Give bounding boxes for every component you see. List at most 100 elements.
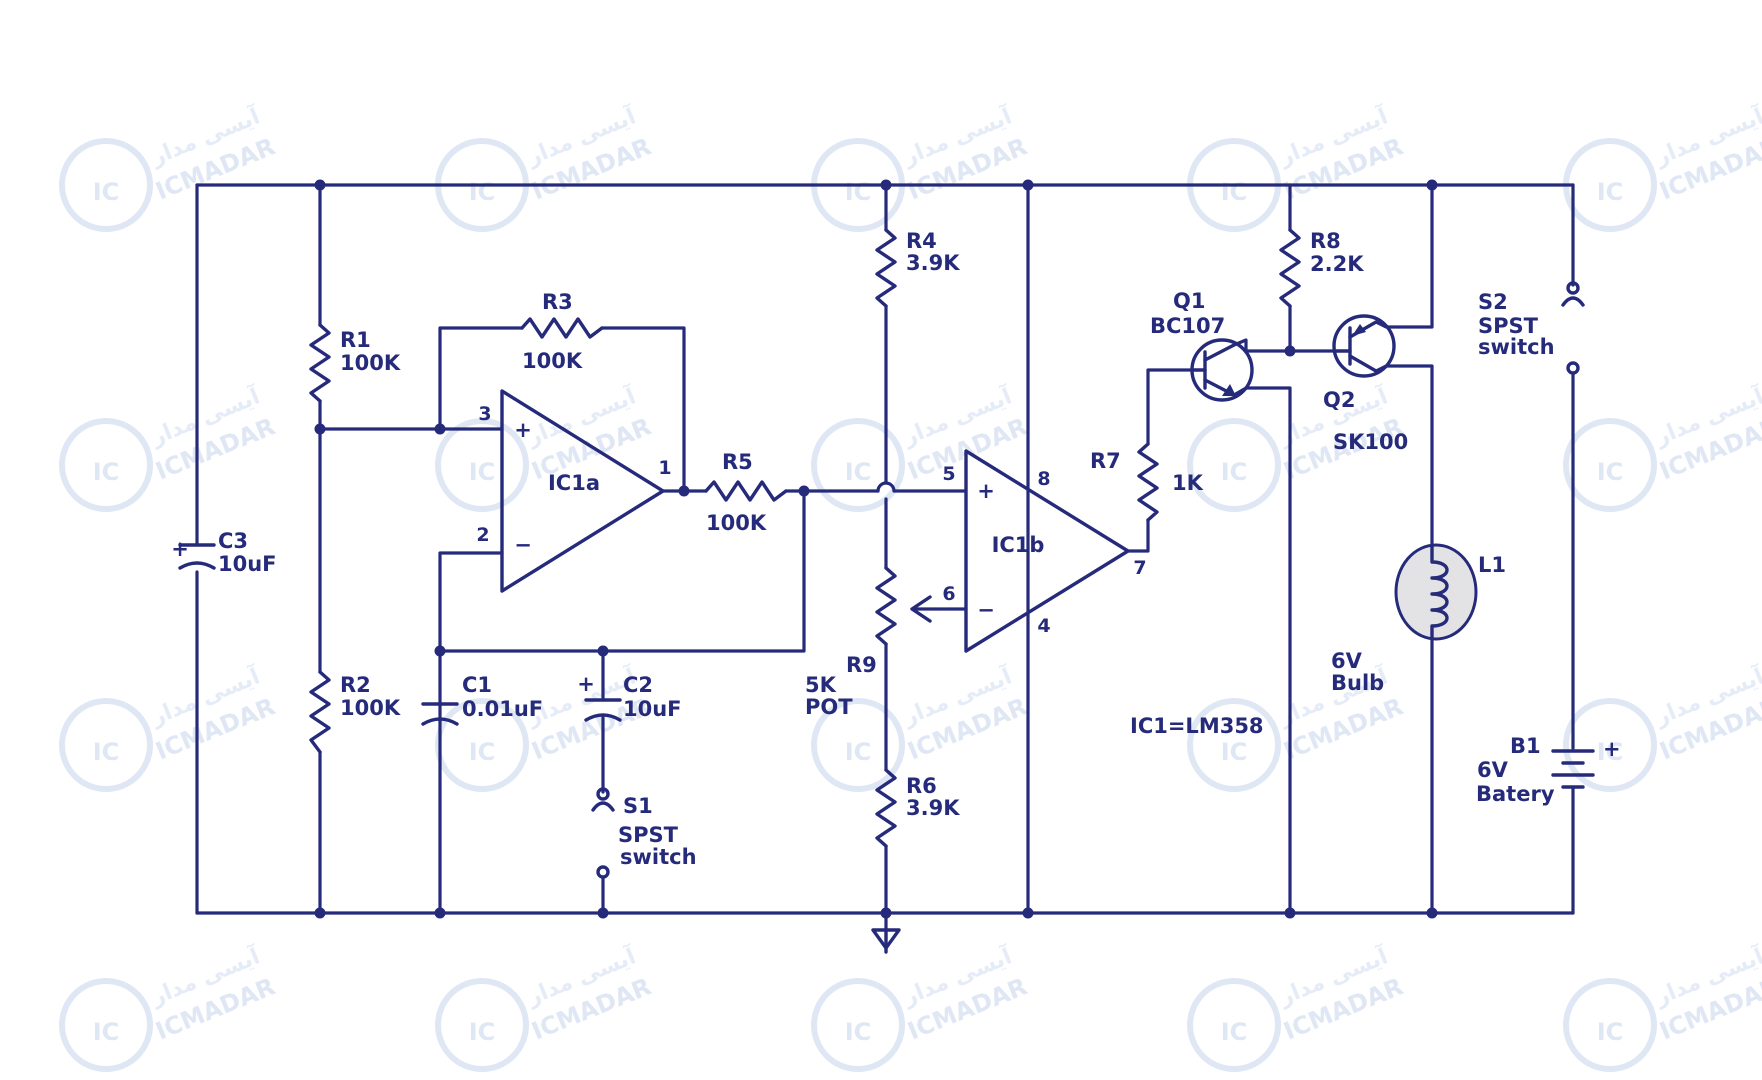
resistor-r6: R6 3.9K [871,768,960,954]
bulb-l1: L1 6V Bulb [1331,543,1506,915]
ic1b-plus: + [977,479,995,503]
ic1a-plus: + [514,418,532,442]
ic1b-pin4: 4 [1037,615,1050,637]
q1-part: BC107 [1150,314,1225,338]
ic1a-label: IC1a [548,471,600,495]
watermark-badge: IC [93,458,120,486]
watermark-badge: IC [1597,178,1624,206]
ic1a-pin2: 2 [476,524,489,546]
c3-label: C3 [218,529,248,553]
r6-label: R6 [906,774,937,798]
watermark-badge: IC [1221,738,1248,766]
b1-plus: + [1603,737,1621,761]
s2-kind: switch [1478,335,1555,359]
r7-value: 1K [1172,471,1204,495]
opamp-ic1b: + − IC1b 5 6 8 4 7 [942,449,1147,653]
watermark-badge: IC [93,738,120,766]
r9-label: R9 [846,653,877,677]
r8-value: 2.2K [1310,252,1364,276]
ic-note: IC1=LM358 [1130,714,1264,738]
switch-s1: S1 SPST switch [591,787,697,915]
l1-kind: Bulb [1331,671,1384,695]
watermark-badge: IC [1597,738,1624,766]
c2-plus: + [577,672,595,696]
ic1b-pin8: 8 [1037,468,1050,490]
s1-kind: switch [620,845,697,869]
r3-label: R3 [542,290,573,314]
l1-volt: 6V [1331,649,1363,673]
c2-value: 10uF [623,697,682,721]
r9-type: POT [805,695,853,719]
resistor-r5: R5 100K [704,450,788,535]
c1-label: C1 [462,673,492,697]
s2-type: SPST [1478,314,1539,338]
resistor-r1: R1 100K [309,183,401,674]
r1-label: R1 [340,328,371,352]
resistor-r7: R7 1K [1090,368,1204,522]
watermark-badge: IC [469,458,496,486]
r2-value: 100K [340,696,401,720]
c1-value: 0.01uF [462,697,543,721]
watermark-badge: IC [469,178,496,206]
s1-label: S1 [623,794,653,818]
ic1a-pin1: 1 [658,457,671,479]
transistor-q1: Q1 BC107 [1150,289,1292,915]
resistor-r3: R3 100K [438,290,686,493]
battery-b1: + B1 6V Batery [1476,734,1621,915]
r1-value: 100K [340,351,401,375]
watermark-badge: IC [469,1018,496,1046]
r7-label: R7 [1090,449,1121,473]
r8-label: R8 [1310,229,1341,253]
watermark-badge: IC [1597,1018,1624,1046]
c2-label: C2 [623,673,653,697]
ic1b-pin7: 7 [1133,557,1146,579]
b1-label: B1 [1510,734,1541,758]
resistor-r8: R8 2.2K [1279,183,1364,353]
c3-plus: + [171,537,189,561]
r3-value: 100K [522,349,583,373]
watermark-badge: IC [845,178,872,206]
ic1b-pin5: 5 [942,463,955,485]
q2-part: SK100 [1333,430,1408,454]
r5-value: 100K [706,511,767,535]
capacitor-c1: C1 0.01uF [421,673,543,726]
watermark-badge: IC [469,738,496,766]
r4-label: R4 [906,229,937,253]
capacitor-c3: + C3 10uF [171,529,276,576]
r6-value: 3.9K [906,796,960,820]
watermark-badge: IC [93,178,120,206]
q2-label: Q2 [1323,388,1355,412]
r5-label: R5 [722,450,753,474]
s1-type: SPST [618,823,679,847]
r2-label: R2 [340,673,371,697]
q1-label: Q1 [1173,289,1205,313]
watermark-badge: IC [1221,178,1248,206]
l1-label: L1 [1478,553,1506,577]
capacitor-c2: + C2 10uF [577,649,682,794]
watermark-badge: IC [845,1018,872,1046]
r4-value: 3.9K [906,251,960,275]
ic1a-pin3: 3 [478,403,491,425]
r9-value: 5K [805,673,837,697]
junction-dots [314,179,1438,919]
ic1b-minus: − [977,598,995,622]
opamp-ic1a: + − IC1a 3 2 1 [476,389,672,593]
watermark-badge: IC [1221,1018,1248,1046]
watermark-badge: IC [845,458,872,486]
